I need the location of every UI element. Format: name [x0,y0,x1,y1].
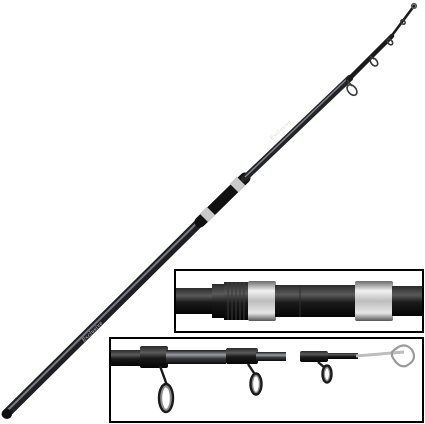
inset-guides-collar-3 [300,351,328,362]
inset-collar-left [212,284,226,318]
inset-guides-collar-1 [140,346,168,368]
rod-middle-highlight [244,76,350,178]
inset-guides-blank-2 [166,350,226,364]
main-rod: Exclusive Exclusive [1,2,418,419]
inset-tip-top [390,344,416,368]
inset-collar-right [392,286,422,316]
guide-foot-1 [346,79,353,87]
inset-metal-ring-left [248,281,276,321]
rod-tip-section [388,4,416,40]
reel-seat-ring-upper [229,176,246,193]
butt-cap [2,409,12,419]
guide-foot-2 [369,55,375,60]
knurl-lines [227,282,245,320]
inset-guide-ring-2-outer [249,372,263,396]
guide-ring-4 [400,18,406,26]
reel-seat-ring-lower [199,206,216,223]
rod-guides [346,2,418,97]
inset-reel-seat [174,269,424,333]
inset-guide-ring-3-outer [321,364,333,384]
guide-ring-1 [346,83,358,97]
inset-guides [109,337,424,423]
inset-guides-tip [355,350,405,358]
inset-guide-ring-1-outer [157,382,175,414]
rod-butt-highlight [7,209,211,411]
guide-ring-3 [386,38,394,46]
inset-metal-ring-right [355,281,393,321]
rod-upper-section [345,33,395,83]
inset-guide-ring-3 [322,365,332,383]
inset-guides-collar-2 [226,348,258,364]
inset-guides-blank-3 [256,352,286,361]
inset-guides-blank-1 [111,350,141,366]
inset-grip [275,285,357,317]
rod-butt-section [1,205,217,419]
inset-guide-ring-1 [159,384,173,412]
inset-guides-blank-4 [328,353,358,359]
rod-middle-section [240,74,354,183]
tip-top [410,2,418,10]
inset-guide-ring-2 [250,373,262,395]
inset-guide-rings [157,361,333,414]
guide-ring-2 [369,57,379,67]
